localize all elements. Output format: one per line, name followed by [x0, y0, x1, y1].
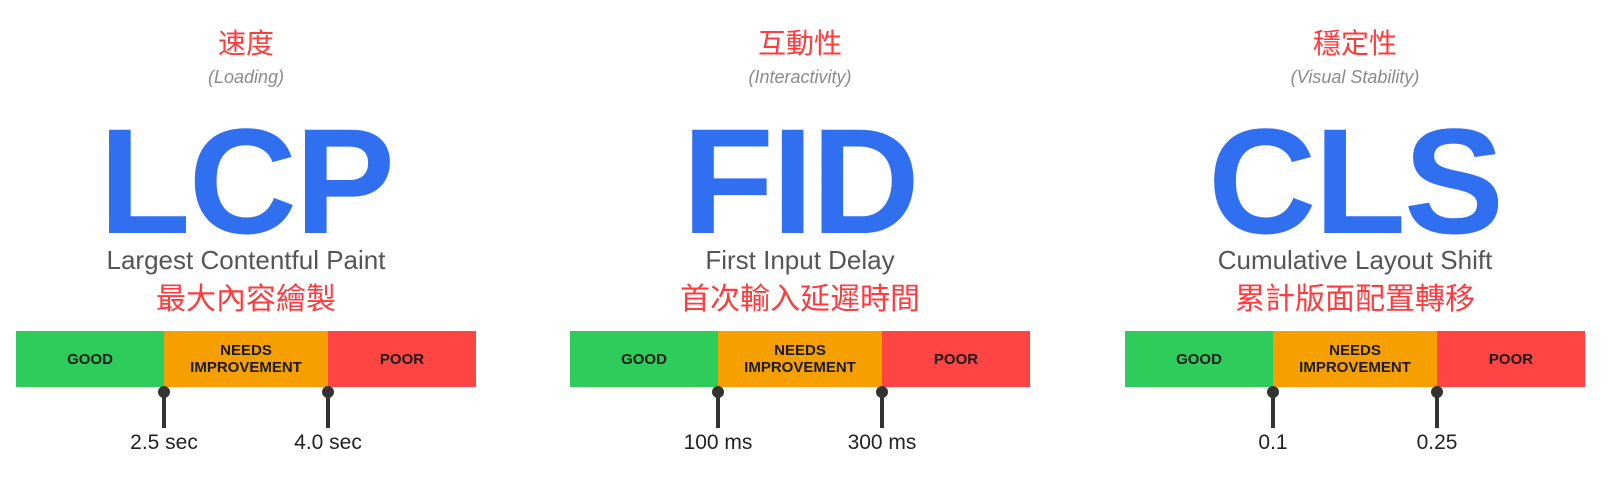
category-english: (Loading) [207, 67, 285, 87]
threshold-label-good: 100 ms [683, 431, 753, 454]
category-chinese: 互動性 [757, 27, 842, 60]
threshold-bar: GOOD NEEDS IMPROVEMENT POOR [1125, 331, 1585, 387]
threshold-marker-good [711, 386, 725, 428]
threshold-label-good: 2.5 sec [130, 431, 198, 454]
threshold-marker-good [157, 386, 171, 428]
band-poor: POOR [328, 331, 476, 387]
threshold-marker-poor [875, 386, 889, 428]
band-good: GOOD [1125, 331, 1273, 387]
band-good: GOOD [16, 331, 164, 387]
metric-name-chinese: 累計版面配置轉移 [1235, 282, 1475, 317]
threshold-bar: GOOD NEEDS IMPROVEMENT POOR [16, 331, 476, 387]
category-english: (Interactivity) [748, 67, 852, 87]
metric-cls: 穩定性 (Visual Stability) CLS Cumulative La… [1125, 0, 1585, 504]
threshold-marker-poor [1430, 386, 1444, 428]
threshold-label-good: 0.1 [1258, 431, 1288, 454]
threshold-label-poor: 0.25 [1416, 431, 1458, 454]
category-english: (Visual Stability) [1290, 67, 1420, 87]
metric-acronym: LCP [99, 97, 395, 265]
metric-fid: 互動性 (Interactivity) FID First Input Dela… [570, 0, 1030, 504]
metric-name-chinese: 最大內容繪製 [156, 282, 336, 317]
threshold-bar: GOOD NEEDS IMPROVEMENT POOR [570, 331, 1030, 387]
metric-acronym: CLS [1208, 97, 1504, 265]
band-needs-improvement: NEEDS IMPROVEMENT [164, 331, 328, 387]
metric-lcp: 速度 (Loading) LCP Largest Contentful Pain… [16, 0, 476, 504]
metric-name-chinese: 首次輸入延遲時間 [680, 282, 920, 317]
band-good: GOOD [570, 331, 718, 387]
threshold-marker-good [1266, 386, 1280, 428]
category-chinese: 速度 [217, 27, 274, 60]
band-needs-improvement: NEEDS IMPROVEMENT [718, 331, 882, 387]
band-poor: POOR [1437, 331, 1585, 387]
threshold-marker-poor [321, 386, 335, 428]
threshold-label-poor: 4.0 sec [294, 431, 362, 454]
threshold-label-poor: 300 ms [847, 431, 917, 454]
metric-acronym: FID [682, 97, 920, 265]
metric-name-english: Cumulative Layout Shift [1217, 245, 1493, 275]
metric-name-english: First Input Delay [705, 245, 895, 275]
metric-name-english: Largest Contentful Paint [106, 245, 386, 275]
category-chinese: 穩定性 [1312, 27, 1397, 60]
band-poor: POOR [882, 331, 1030, 387]
band-needs-improvement: NEEDS IMPROVEMENT [1273, 331, 1437, 387]
